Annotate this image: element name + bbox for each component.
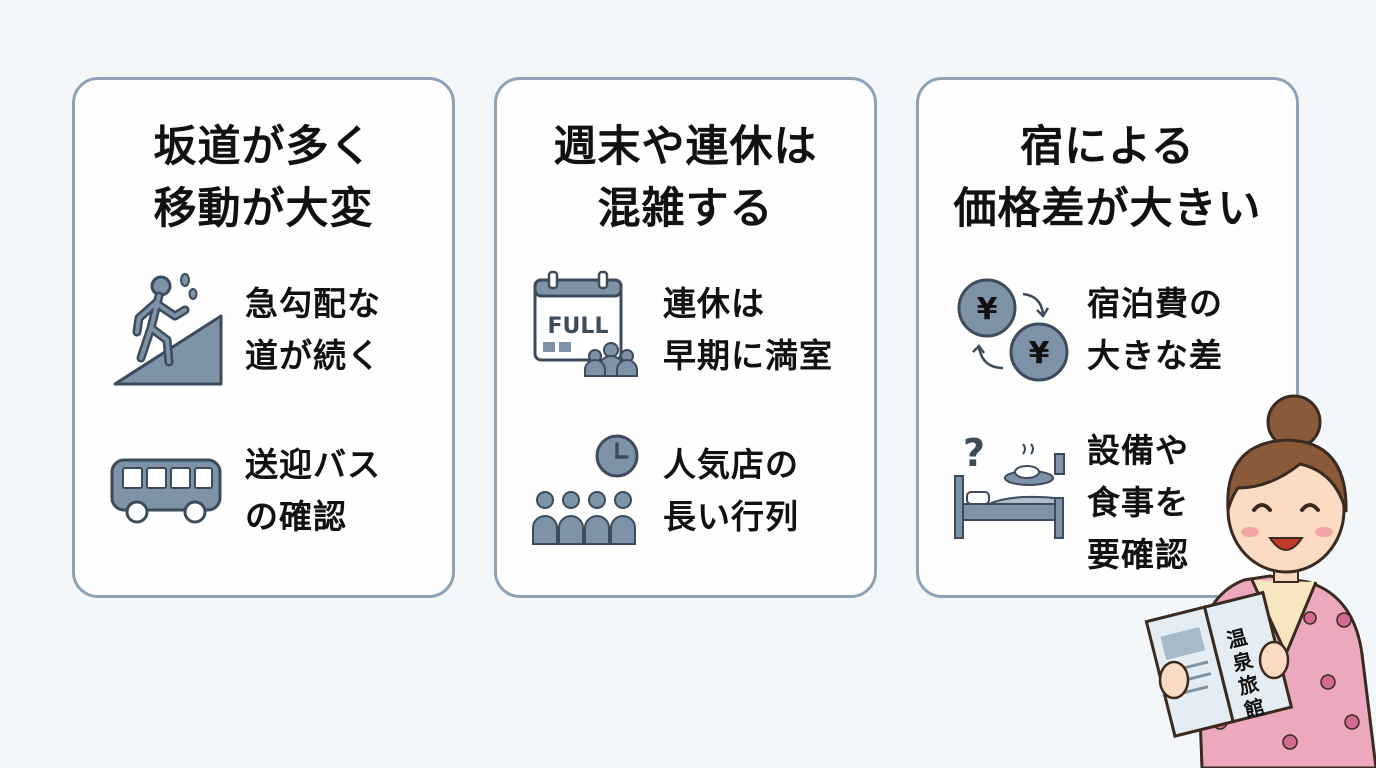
yen-symbol: ¥	[977, 292, 998, 327]
item-text-line: の確認	[245, 497, 347, 536]
card-title-line: 移動が大変	[153, 184, 374, 234]
item-text-line: 連休は	[663, 284, 765, 323]
item-text-line: 宿泊費の	[1087, 284, 1223, 323]
full-calendar-icon: FULL	[533, 270, 638, 377]
bed-meal-question-icon: ?	[954, 432, 1065, 539]
card-slopes: 坂道が多く 移動が大変 急勾配な 道が続く 送迎バス の確認	[72, 77, 455, 598]
item-text: 宿泊費の 大きな差	[1087, 278, 1223, 382]
item-text: 人気店の 長い行列	[663, 439, 799, 543]
card-title: 宿による 価格差が大きい	[919, 116, 1296, 240]
item-text-line: 人気店の	[663, 445, 799, 484]
item-text-line: 要確認	[1087, 535, 1189, 574]
item-text-line: 急勾配な	[245, 284, 381, 323]
clock-queue-icon	[532, 434, 639, 545]
item-text-line: 送迎バス	[245, 445, 381, 484]
card-title: 坂道が多く 移動が大変	[75, 116, 452, 240]
full-badge-text: FULL	[548, 314, 609, 339]
item-text-line: 早期に満室	[663, 336, 833, 375]
item-text: 送迎バス の確認	[245, 439, 381, 543]
item-text-line: 長い行列	[663, 497, 799, 536]
hiker-on-slope-icon	[113, 273, 223, 386]
item-text: 設備や 食事を 要確認	[1087, 425, 1189, 581]
item-text-line: 大きな差	[1087, 336, 1223, 375]
card-title-line: 週末や連休は	[553, 122, 818, 172]
card-title-line: 坂道が多く	[153, 122, 374, 172]
yen-symbol: ¥	[1029, 336, 1050, 371]
card-title-line: 宿による	[1020, 122, 1195, 172]
card-title-line: 混雑する	[597, 184, 774, 234]
item-text: 急勾配な 道が続く	[245, 278, 381, 382]
item-text-line: 道が続く	[245, 336, 381, 375]
item-text-line: 食事を	[1087, 483, 1189, 522]
card-crowds: 週末や連休は 混雑する FULL 連休は 早期に満室 人気店の 長い行列	[494, 77, 877, 598]
bus-icon	[110, 458, 222, 524]
question-mark: ?	[963, 432, 985, 475]
card-title: 週末や連休は 混雑する	[497, 116, 874, 240]
woman-in-yukata-illustration: 温泉旅館	[1144, 394, 1376, 768]
card-title-line: 価格差が大きい	[953, 184, 1262, 234]
item-text: 連休は 早期に満室	[663, 278, 833, 382]
yen-exchange-icon: ¥ ¥	[957, 278, 1069, 382]
item-text-line: 設備や	[1087, 431, 1189, 470]
